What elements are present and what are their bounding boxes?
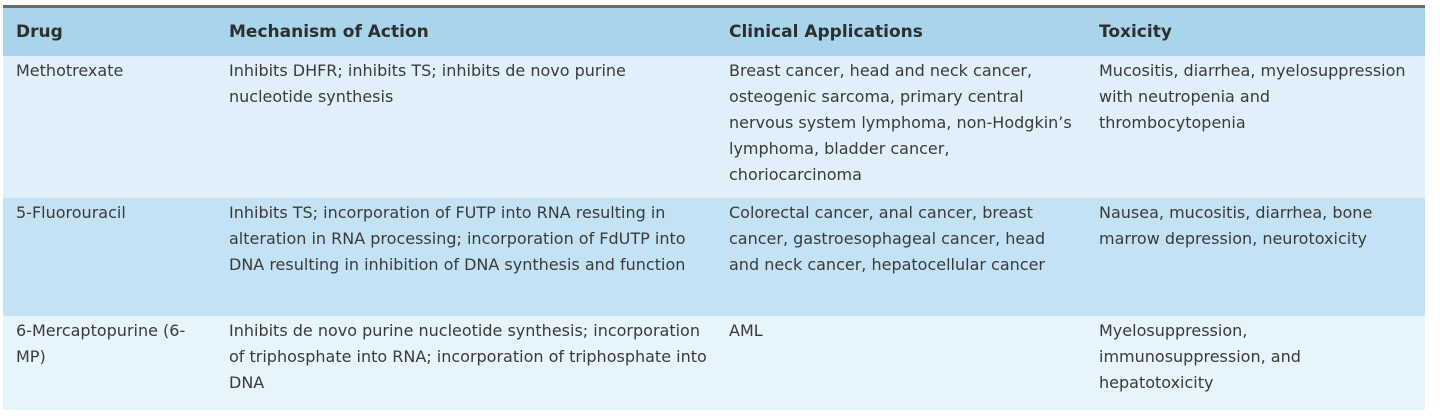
cell-drug: 5-Fluorouracil [3, 198, 216, 316]
drug-table-container: Drug Mechanism of Action Clinical Applic… [3, 5, 1425, 410]
mechanism-text: Inhibits de novo purine nucleotide synth… [229, 321, 707, 392]
applications-text: Breast cancer, head and neck cancer, ost… [729, 61, 1072, 184]
table-row: 5-Fluorouracil Inhibits TS; incorporatio… [3, 198, 1425, 316]
table-header-row: Drug Mechanism of Action Clinical Applic… [3, 8, 1425, 56]
cell-applications: AML [716, 316, 1086, 410]
drug-name: 6-Mercaptopurine (6-MP) [16, 321, 186, 366]
header-mechanism: Mechanism of Action [216, 8, 716, 56]
cell-mechanism: Inhibits de novo purine nucleotide synth… [216, 316, 716, 410]
mechanism-text: Inhibits DHFR; inhibits TS; inhibits de … [229, 61, 626, 106]
cell-applications: Breast cancer, head and neck cancer, ost… [716, 56, 1086, 198]
toxicity-text: Nausea, mucositis, diarrhea, bone marrow… [1099, 203, 1373, 248]
cell-drug: Methotrexate [3, 56, 216, 198]
applications-text: Colorectal cancer, anal cancer, breast c… [729, 203, 1046, 274]
cell-mechanism: Inhibits DHFR; inhibits TS; inhibits de … [216, 56, 716, 198]
drug-table: Drug Mechanism of Action Clinical Applic… [3, 8, 1425, 410]
header-applications: Clinical Applications [716, 8, 1086, 56]
table-row: 6-Mercaptopurine (6-MP) Inhibits de novo… [3, 316, 1425, 410]
toxicity-text: Myelosuppression, immunosuppression, and… [1099, 321, 1301, 392]
drug-name: 5-Fluorouracil [16, 203, 126, 222]
cell-toxicity: Nausea, mucositis, diarrhea, bone marrow… [1086, 198, 1425, 316]
drug-name: Methotrexate [16, 61, 124, 80]
toxicity-text: Mucositis, diarrhea, myelosuppression wi… [1099, 61, 1406, 132]
table-row: Methotrexate Inhibits DHFR; inhibits TS;… [3, 56, 1425, 198]
header-toxicity: Toxicity [1086, 8, 1425, 56]
header-drug: Drug [3, 8, 216, 56]
applications-text: AML [729, 321, 763, 340]
cell-mechanism: Inhibits TS; incorporation of FUTP into … [216, 198, 716, 316]
cell-toxicity: Myelosuppression, immunosuppression, and… [1086, 316, 1425, 410]
cell-applications: Colorectal cancer, anal cancer, breast c… [716, 198, 1086, 316]
mechanism-text: Inhibits TS; incorporation of FUTP into … [229, 203, 686, 274]
cell-toxicity: Mucositis, diarrhea, myelosuppression wi… [1086, 56, 1425, 198]
cell-drug: 6-Mercaptopurine (6-MP) [3, 316, 216, 410]
